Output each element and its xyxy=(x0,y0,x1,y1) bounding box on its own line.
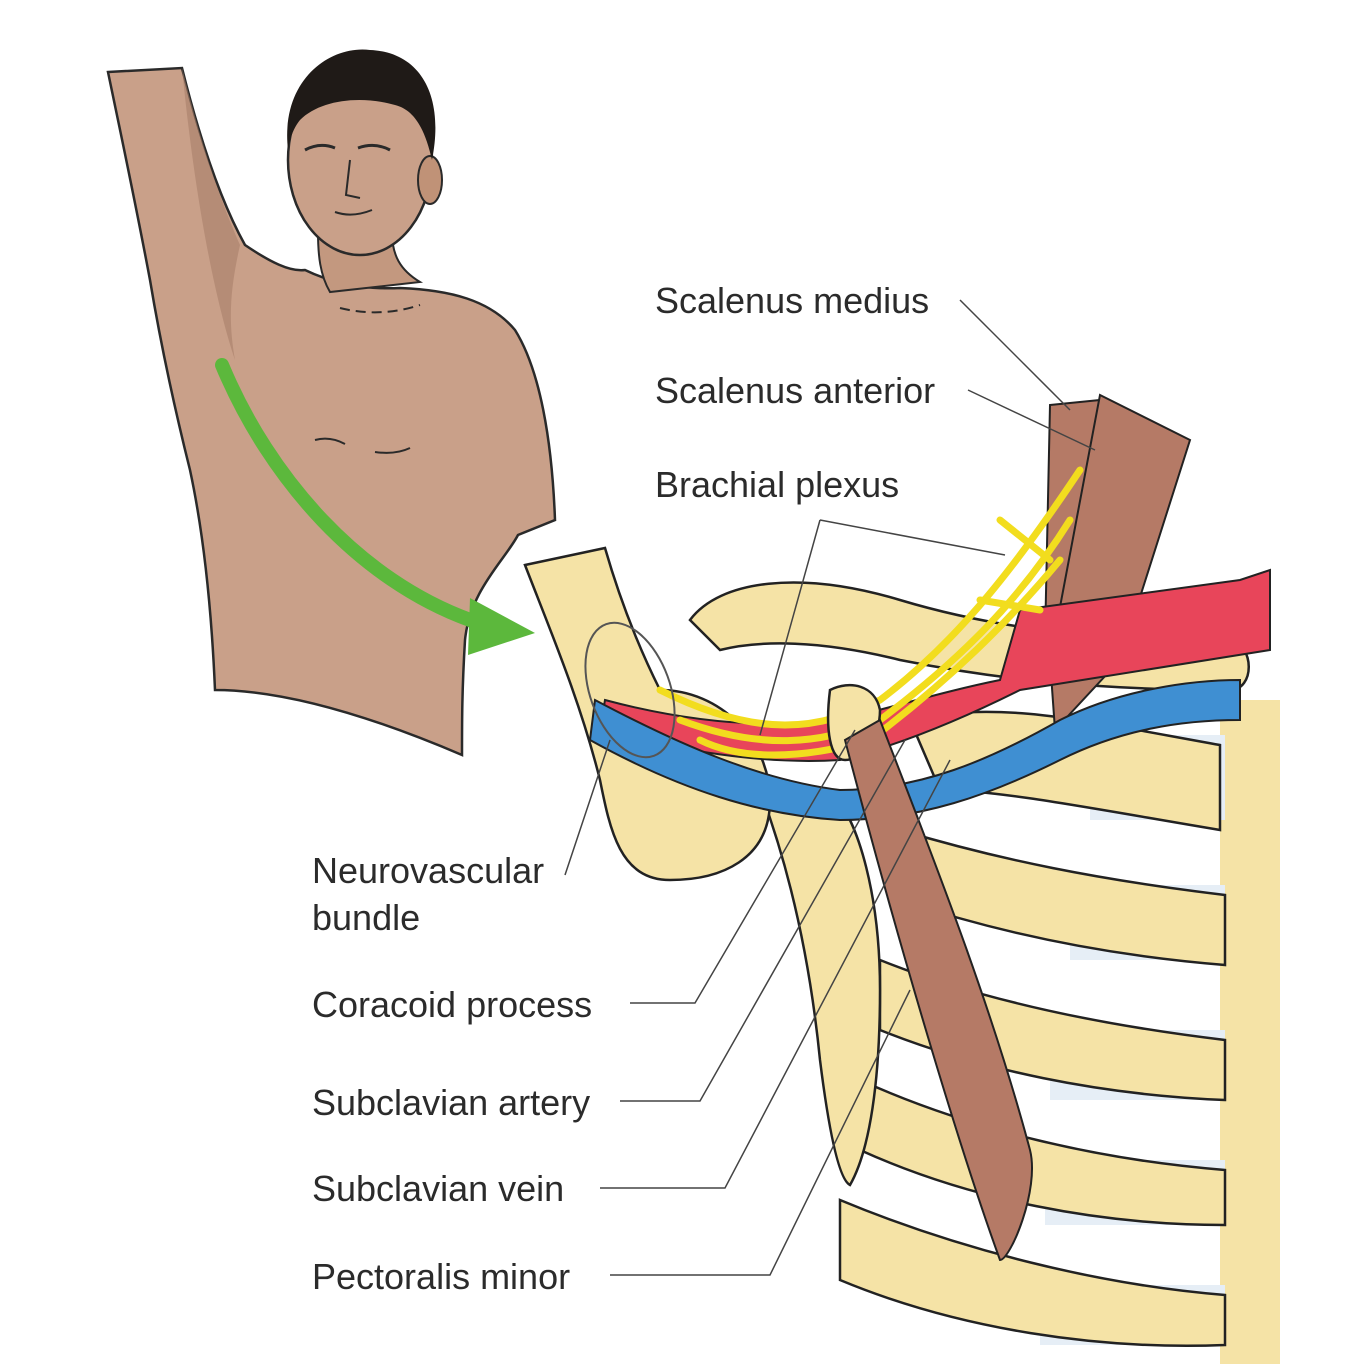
label-subclavian-vein: Subclavian vein xyxy=(312,1168,565,1209)
body-figure xyxy=(106,49,557,757)
ear xyxy=(417,155,443,205)
anatomy-illustration xyxy=(523,393,1280,1364)
label-scalenus-anterior: Scalenus anterior xyxy=(655,370,936,411)
label-subclavian-artery: Subclavian artery xyxy=(312,1082,591,1123)
subclavian-vein xyxy=(588,678,1241,822)
leader-lines xyxy=(564,299,1096,1276)
label-scalenus-medius: Scalenus medius xyxy=(655,280,930,321)
hair xyxy=(287,49,436,160)
sternum xyxy=(1220,700,1280,1364)
label-pectoralis-minor: Pectoralis minor xyxy=(312,1256,571,1297)
pectoralis-minor xyxy=(843,718,1033,1262)
label-brachial-plexus: Brachial plexus xyxy=(655,464,900,505)
scapula xyxy=(758,788,882,1187)
label-neurovascular-line2: bundle xyxy=(312,897,421,938)
neurovascular-circle xyxy=(584,621,676,759)
label-neurovascular-line1: Neurovascular xyxy=(312,850,545,891)
green-arrow-icon xyxy=(215,358,535,655)
label-coracoid-process: Coracoid process xyxy=(312,984,593,1025)
